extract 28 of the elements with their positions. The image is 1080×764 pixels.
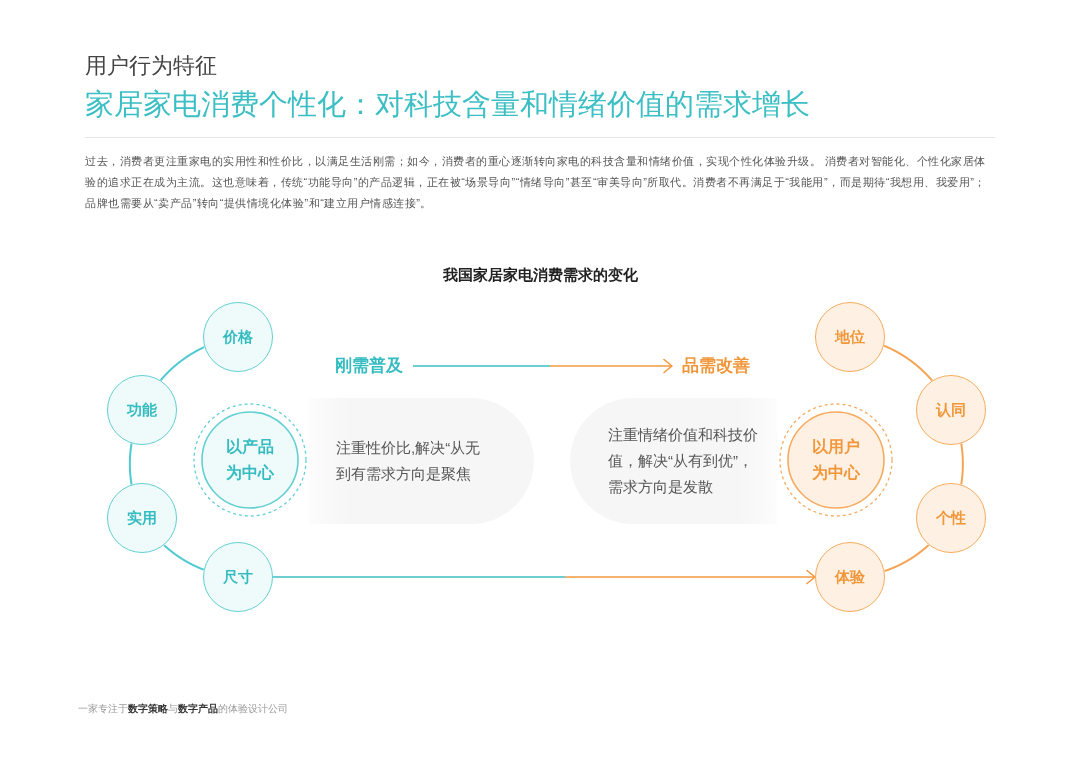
section-kicker: 用户行为特征: [85, 52, 217, 80]
circle-label: 以用户为中心: [811, 437, 861, 483]
band-text: 注重性价比,解决“从无到有需求方向是聚焦: [336, 438, 482, 484]
circle-label: 尺寸: [223, 567, 253, 587]
circle-label: 体验: [835, 567, 865, 587]
circle-label: 实用: [127, 508, 157, 528]
arrow: [412, 358, 673, 374]
circle-label: 价格: [223, 327, 253, 347]
arrow: [272, 569, 816, 585]
center-circle: [779, 403, 893, 517]
stage-label: 刚需普及: [335, 355, 403, 377]
connector-arc: [883, 544, 930, 573]
page-title: 家居家电消费个性化：对科技含量和情绪价值的需求增长: [85, 87, 810, 122]
circle-label: 以产品为中心: [225, 437, 275, 483]
connector-arc: [960, 442, 964, 486]
circle-label: 功能: [127, 400, 157, 420]
chart-title: 我国家居家电消费需求的变化: [442, 265, 638, 285]
center-circle: [193, 403, 307, 517]
connector-arc: [882, 344, 934, 382]
circle-label: 地位: [835, 327, 865, 347]
connector-arc: [128, 442, 133, 486]
band-text: 注重情绪价值和科技价值，解决“从有到优”，需求方向是发散: [608, 425, 759, 497]
intro-paragraph: 过去，消费者更注重家电的实用性和性价比，以满足生活刚需；如今，消费者的重心逐渐转向家电的科技含量和情绪价值，实现个性化体验升级。 消费者对智能化、个性化家居体验的追求正在成为主流。这也意味着，传统“功能导向”的产品逻辑，正在被“场景导向”“情绪导向”甚至“审美导向”所取代。消费者不再满足于“我能用”，而是期待“我想用、我爱用”；品牌也需要从“卖产品”转向“提供情境化体验”和“建立用户情感连接”。: [85, 154, 987, 211]
circle-label: 认同: [936, 400, 966, 420]
stage-label: 品需改善: [682, 355, 750, 377]
connector-arc: [159, 346, 206, 382]
connector-arc: [163, 544, 205, 571]
circle-label: 个性: [936, 508, 966, 528]
